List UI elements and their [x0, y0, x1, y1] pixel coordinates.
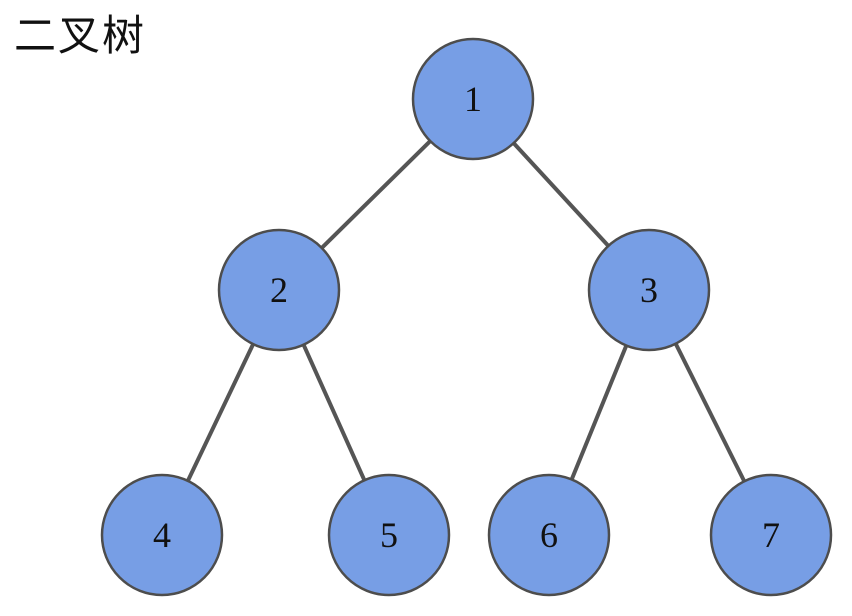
edge-n1-n2 — [320, 139, 432, 250]
tree-node-4: 4 — [100, 473, 224, 597]
tree-node-6: 6 — [487, 473, 611, 597]
tree-node-7: 7 — [709, 473, 833, 597]
edges-layer — [186, 139, 747, 483]
edge-n1-n3 — [512, 141, 610, 248]
edge-n2-n5 — [301, 343, 367, 482]
tree-node-5: 5 — [327, 473, 451, 597]
edge-n2-n4 — [186, 343, 255, 482]
nodes-layer: 1 2 3 4 5 6 7 — [100, 37, 833, 597]
tree-node-2: 2 — [217, 228, 341, 352]
edge-n3-n7 — [673, 342, 747, 483]
node-circle — [487, 473, 611, 597]
tree-node-1: 1 — [411, 37, 535, 161]
node-circle — [587, 228, 711, 352]
node-circle — [709, 473, 833, 597]
node-circle — [327, 473, 451, 597]
node-label: 6 — [540, 515, 558, 555]
node-label: 5 — [380, 515, 398, 555]
node-circle — [411, 37, 535, 161]
node-label: 4 — [153, 515, 171, 555]
node-circle — [217, 228, 341, 352]
node-label: 3 — [640, 270, 658, 310]
node-label: 2 — [270, 270, 288, 310]
diagram-title: 二叉树 — [14, 11, 147, 60]
node-label: 7 — [762, 515, 780, 555]
node-circle — [100, 473, 224, 597]
edge-n3-n6 — [569, 344, 629, 481]
tree-node-3: 3 — [587, 228, 711, 352]
node-label: 1 — [464, 79, 482, 119]
